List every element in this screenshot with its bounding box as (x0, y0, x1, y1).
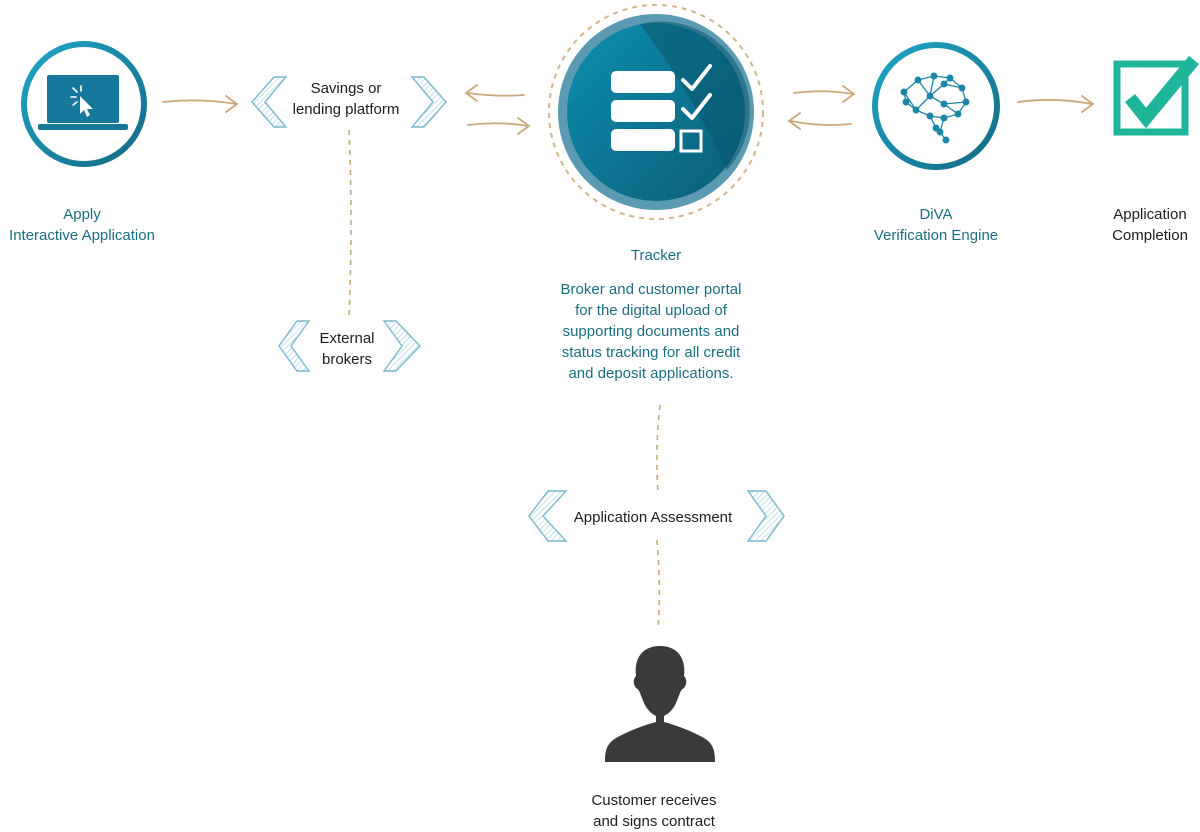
customer-label-line2: and signs contract (593, 813, 715, 830)
diva-label-line1: DiVA (919, 206, 953, 223)
brain-network-icon (900, 72, 970, 144)
dashed-connector-tracker-assessment (656, 404, 661, 493)
brokers-chevron-right (382, 320, 421, 372)
tracker-desc-line4: status tracking for all credit (561, 344, 741, 361)
platform-label: Savings or lending platform (272, 78, 420, 120)
diva-label: DiVA Verification Engine (852, 204, 1020, 246)
laptop-cursor-icon (38, 75, 128, 130)
checklist-icon (611, 64, 712, 153)
brokers-label: External brokers (300, 328, 394, 370)
tracker-description: Broker and customer portal for the digit… (536, 279, 766, 384)
apply-label-line1: Apply (63, 206, 101, 223)
customer-label: Customer receives and signs contract (574, 790, 734, 832)
diva-label-line2: Verification Engine (873, 227, 999, 244)
brokers-label-line1: External (319, 330, 375, 347)
arrow-apply-to-platform (162, 95, 239, 113)
platform-label-line1: Savings or (310, 80, 382, 97)
tracker-desc-line3: supporting documents and (562, 323, 740, 340)
apply-icon-circle (21, 41, 147, 167)
arrow-diva-to-completion (1017, 95, 1095, 113)
diva-icon-circle (872, 42, 1000, 170)
customer-label-line1: Customer receives (591, 792, 717, 809)
assessment-chevron-right (746, 490, 785, 542)
platform-label-line2: lending platform (292, 101, 400, 118)
dashed-connector-assessment-customer (656, 539, 661, 631)
assessment-chevron-left (528, 490, 568, 542)
platform-chevron-right (410, 76, 447, 128)
tracker-desc-line1: Broker and customer portal (560, 281, 742, 298)
platform-chevron-left (251, 76, 288, 128)
assessment-label: Application Assessment (573, 509, 733, 526)
arrows-platform-tracker (464, 84, 531, 135)
completion-label-line2: Completion (1112, 227, 1188, 244)
tracker-icon-circle (548, 4, 764, 220)
apply-label: Apply Interactive Application (0, 204, 164, 246)
tracker-title: Tracker (630, 247, 682, 264)
brokers-label-line2: brokers (321, 351, 373, 368)
brokers-chevron-left (278, 320, 311, 372)
checkbox-icon (1113, 55, 1200, 136)
tracker-desc-line5: and deposit applications. (568, 365, 734, 382)
completion-label: Application Completion (1100, 204, 1200, 246)
apply-label-line2: Interactive Application (9, 227, 155, 244)
dashed-connector-platform-brokers (348, 129, 352, 319)
tracker-desc-line2: for the digital upload of (575, 302, 727, 319)
completion-label-line1: Application (1113, 206, 1187, 223)
person-silhouette-icon (605, 646, 715, 762)
arrows-tracker-diva (787, 85, 856, 130)
